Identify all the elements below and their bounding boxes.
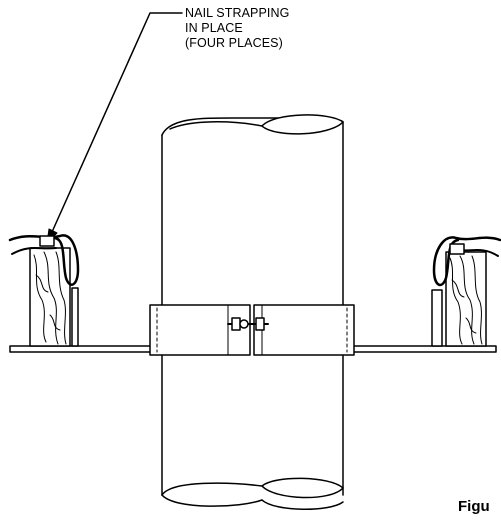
callout-line-3: (FOUR PLACES) bbox=[185, 36, 283, 50]
right-wood-block bbox=[431, 236, 501, 347]
callout-label: NAIL STRAPPING IN PLACE (FOUR PLACES) bbox=[185, 6, 289, 51]
pipe bbox=[161, 114, 344, 510]
callout-line-1: NAIL STRAPPING bbox=[185, 6, 290, 20]
left-base-plate bbox=[9, 345, 163, 353]
callout-line-2: IN PLACE bbox=[185, 21, 243, 35]
clamp-bolt bbox=[227, 317, 269, 331]
right-base-plate bbox=[339, 345, 497, 353]
pipe-clamp bbox=[149, 304, 355, 356]
figure-caption: Figu bbox=[458, 498, 490, 515]
left-wood-block bbox=[8, 234, 80, 347]
